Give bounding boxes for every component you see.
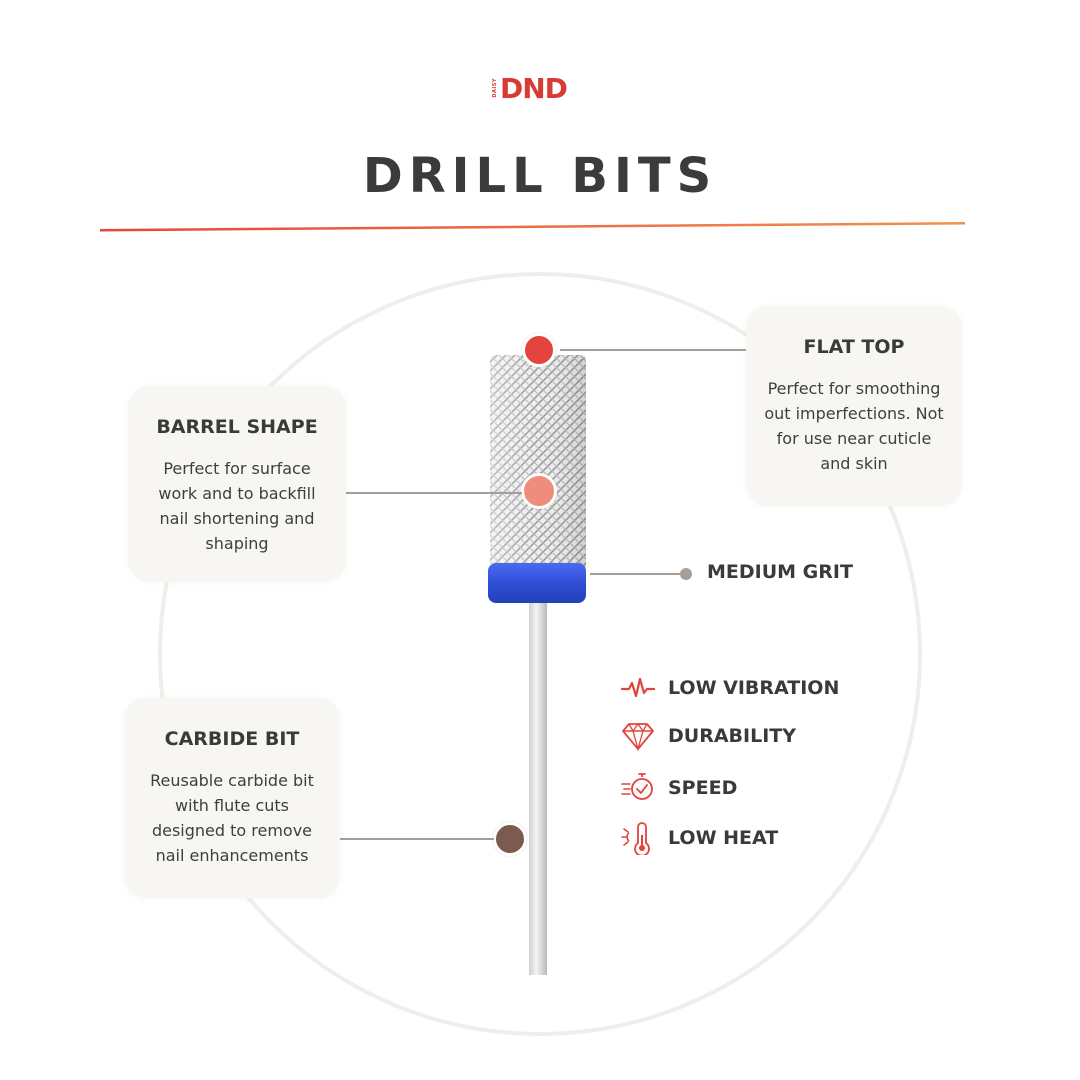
page-title: DRILL BITS: [362, 148, 718, 204]
medium-grit-connector: [590, 573, 684, 575]
medium-grit-connector-dot: [680, 568, 692, 580]
barrel-shape-marker: [521, 473, 557, 509]
flat-top-description: Perfect for smoothing out imperfections.…: [764, 379, 944, 473]
feature-low-vibration: LOW VIBRATION: [620, 671, 839, 705]
barrel-shape-heading: BARREL SHAPE: [156, 416, 318, 438]
feature-low-heat: LOW HEAT: [620, 821, 778, 855]
carbide-bit-marker: [493, 822, 527, 856]
feature-durability: DURABILITY: [620, 719, 796, 753]
feature-label: DURABILITY: [668, 725, 796, 747]
feature-speed: SPEED: [620, 771, 737, 805]
feature-label: LOW VIBRATION: [668, 677, 840, 699]
feature-label: LOW HEAT: [668, 827, 779, 849]
flat-top-connector: [560, 349, 756, 351]
carbide-bit-card: CARBIDE BIT Reusable carbide bit with fl…: [124, 698, 340, 898]
flat-top-heading: FLAT TOP: [803, 336, 905, 358]
barrel-shape-description: Perfect for surface work and to backfill…: [158, 459, 316, 553]
barrel-shape-connector: [336, 492, 522, 494]
title-divider: [100, 222, 965, 232]
flat-top-marker: [522, 333, 556, 367]
speed-stopwatch-icon: [621, 773, 653, 800]
thermometer-icon: [621, 822, 650, 855]
carbide-bit-heading: CARBIDE BIT: [164, 728, 300, 750]
background-circle: [158, 272, 922, 1036]
feature-label: SPEED: [668, 777, 738, 799]
drill-shank: [529, 600, 547, 975]
grit-band: [488, 563, 586, 603]
medium-grit-label: MEDIUM GRIT: [707, 561, 853, 583]
drill-bit-illustration: [488, 355, 586, 975]
barrel-shape-card: BARREL SHAPE Perfect for surface work an…: [128, 386, 346, 582]
carbide-bit-connector: [332, 838, 494, 840]
vibration-wave-icon: [620, 677, 656, 698]
diamond-icon: [622, 722, 654, 752]
brand-logo-small-text: DAISY: [492, 78, 498, 98]
brand-logo-text: DND: [500, 72, 568, 105]
flat-top-card: FLAT TOP Perfect for smoothing out imper…: [746, 306, 962, 506]
brand-logo: DAISY DND: [492, 72, 588, 105]
carbide-bit-description: Reusable carbide bit with flute cuts des…: [150, 771, 314, 865]
